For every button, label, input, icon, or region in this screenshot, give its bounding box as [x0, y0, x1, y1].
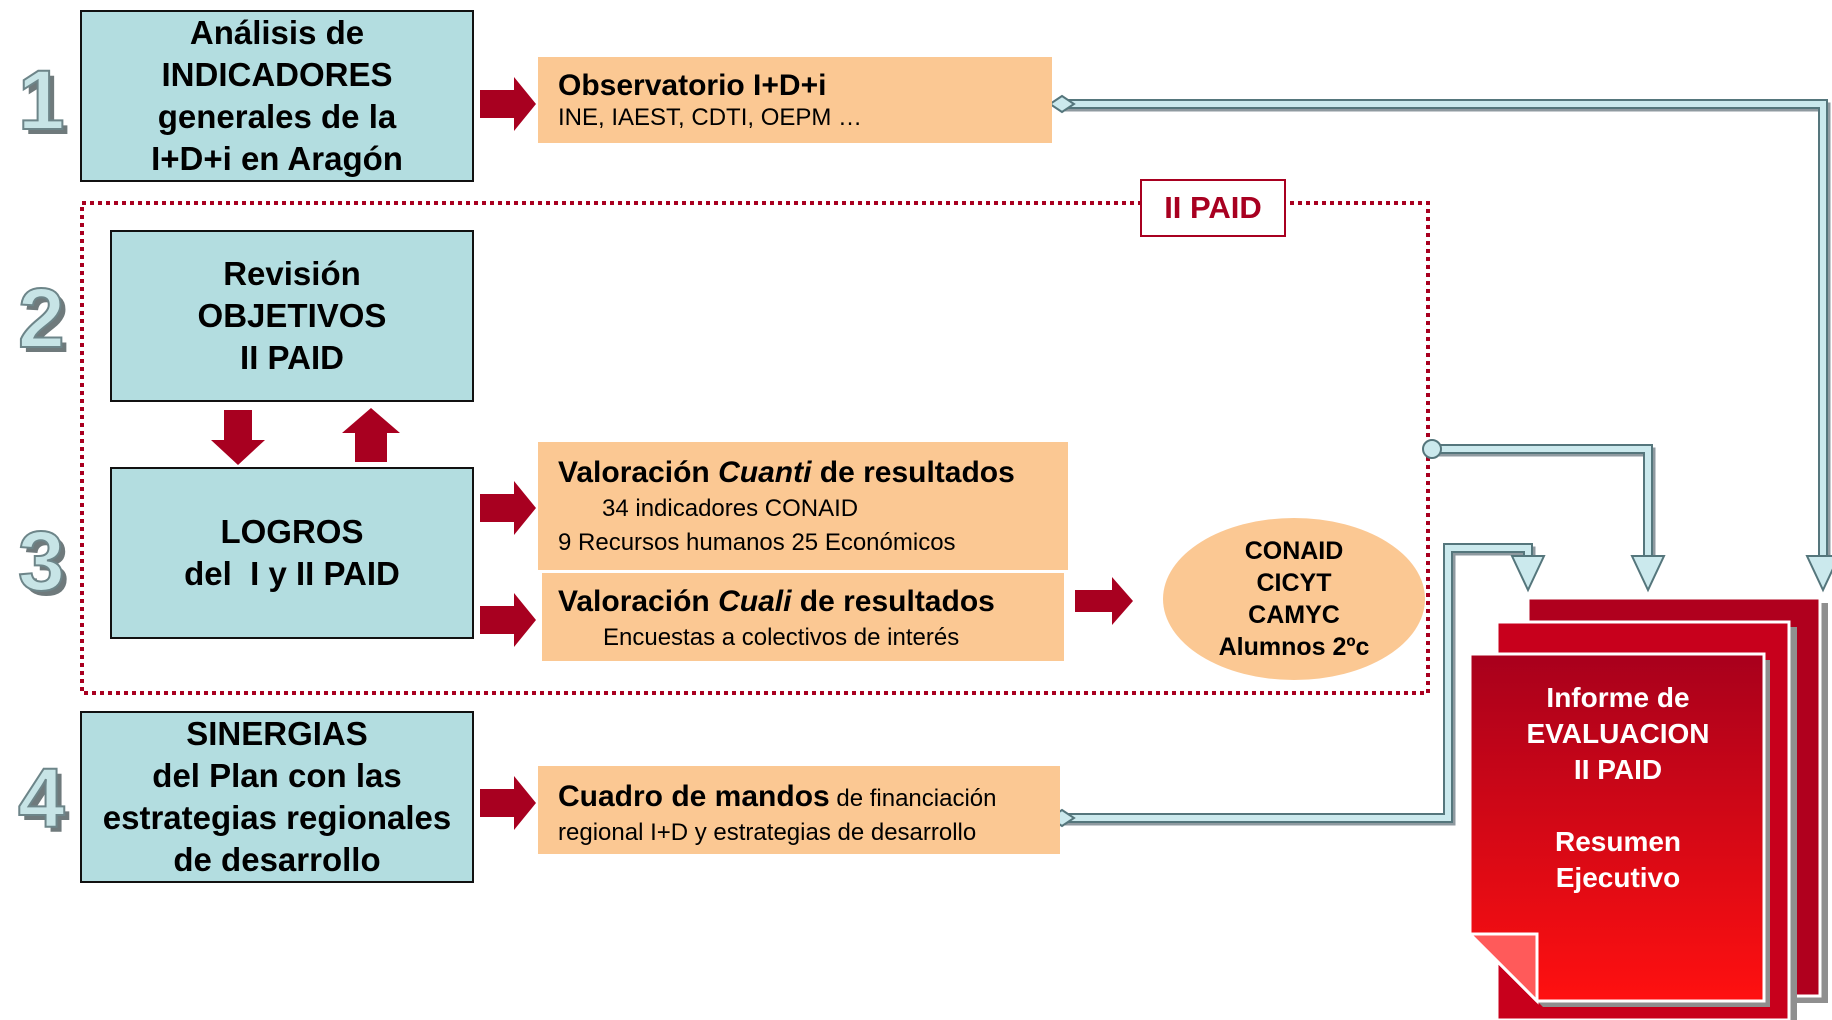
ellipse-line: CONAID: [1244, 537, 1344, 565]
step-number-3: 3: [17, 513, 66, 609]
cuadro-description: regional I+D y estrategias de desarrollo: [558, 819, 977, 846]
step-line: del Plan con las: [152, 757, 402, 794]
step-line: estrategias regionales: [102, 799, 452, 836]
connector-arrowhead: [1510, 555, 1546, 593]
report-line: II PAID: [1573, 754, 1663, 785]
valoracion-cuanti-box: Valoración Cuanti de resultados 34 indic…: [538, 442, 1068, 570]
step-number-2: 2: [17, 270, 66, 366]
arrow-right: [480, 481, 536, 535]
observatorio-title: Observatorio I+D+i: [558, 69, 827, 102]
ii-paid-label: II PAID: [1140, 179, 1286, 237]
step-line: I+D+i en Aragón: [151, 140, 403, 177]
observatorio-sources: INE, IAEST, CDTI, OEPM …: [558, 104, 863, 131]
flow-arrows: [211, 77, 1133, 830]
report-line: EVALUACION: [1526, 718, 1710, 749]
arrow-right: [480, 776, 536, 830]
report-document-stack: [1466, 596, 1828, 1020]
valoracion-cuali-box: Valoración Cuali de resultados Encuestas…: [542, 573, 1064, 661]
cuanti-indicators: 34 indicadores CONAID: [602, 495, 859, 522]
report-line: Resumen: [1554, 826, 1682, 857]
report-page-front: [1468, 652, 1766, 1003]
step-box-sinergias: SINERGIAS del Plan con las estrategias r…: [80, 711, 474, 883]
connector-arrowhead: [1805, 555, 1832, 593]
report-title: Informe de EVALUACION II PAID Resumen Ej…: [1468, 680, 1768, 896]
arrow-up: [342, 408, 400, 462]
ellipse-line: Alumnos 2ºc: [1218, 633, 1370, 661]
connector-start-dot: [1422, 439, 1442, 459]
ellipse-line: CICYT: [1256, 569, 1332, 597]
step-line: de desarrollo: [173, 841, 381, 878]
observatorio-box: Observatorio I+D+i INE, IAEST, CDTI, OEP…: [538, 57, 1052, 143]
valoracion-cuali-title: Valoración Cuali de resultados: [558, 585, 995, 618]
step-line: LOGROS: [220, 513, 364, 550]
step-line: SINERGIAS: [186, 715, 368, 752]
step-line: II PAID: [240, 339, 344, 376]
step-line: Análisis de: [189, 14, 365, 51]
step-line: generales de la: [157, 98, 397, 135]
connector-arrowhead: [1630, 555, 1666, 593]
feedback-connectors: [1048, 94, 1832, 828]
step-line: Revisión: [223, 255, 361, 292]
cuanti-breakdown: 9 Recursos humanos 25 Económicos: [558, 529, 956, 556]
valoracion-cuanti-title: Valoración Cuanti de resultados: [558, 456, 1015, 489]
arrow-down: [211, 410, 265, 465]
step-number-1: 1: [17, 52, 66, 148]
arrow-right: [480, 593, 536, 647]
connector-start-diamond: [1048, 94, 1076, 114]
cuadro-title-line: Cuadro de mandos de financiación: [558, 780, 997, 813]
arrow-right: [480, 77, 536, 131]
step-number-4: 4: [17, 750, 66, 846]
step-box-objetivos: Revisión OBJETIVOS II PAID: [110, 230, 474, 402]
step-line: OBJETIVOS: [197, 297, 387, 334]
page-fold: [1466, 932, 1539, 1005]
report-line: Informe de: [1546, 682, 1690, 713]
step-line: del I y II PAID: [184, 555, 400, 592]
cuali-surveys: Encuestas a colectivos de interés: [603, 624, 960, 651]
step-line: INDICADORES: [161, 56, 393, 93]
ellipse-line: CAMYC: [1248, 601, 1340, 629]
report-line: Ejecutivo: [1555, 862, 1681, 893]
step-box-indicadores: Análisis de INDICADORES generales de la …: [80, 10, 474, 182]
arrow-right: [1075, 577, 1133, 625]
step-box-logros: LOGROS del I y II PAID: [110, 467, 474, 639]
cuadro-de-mandos-box: Cuadro de mandos de financiación regiona…: [538, 766, 1060, 854]
stakeholder-ellipse: CONAID CICYT CAMYC Alumnos 2ºc: [1163, 518, 1425, 680]
ii-paid-region: [80, 201, 1430, 695]
